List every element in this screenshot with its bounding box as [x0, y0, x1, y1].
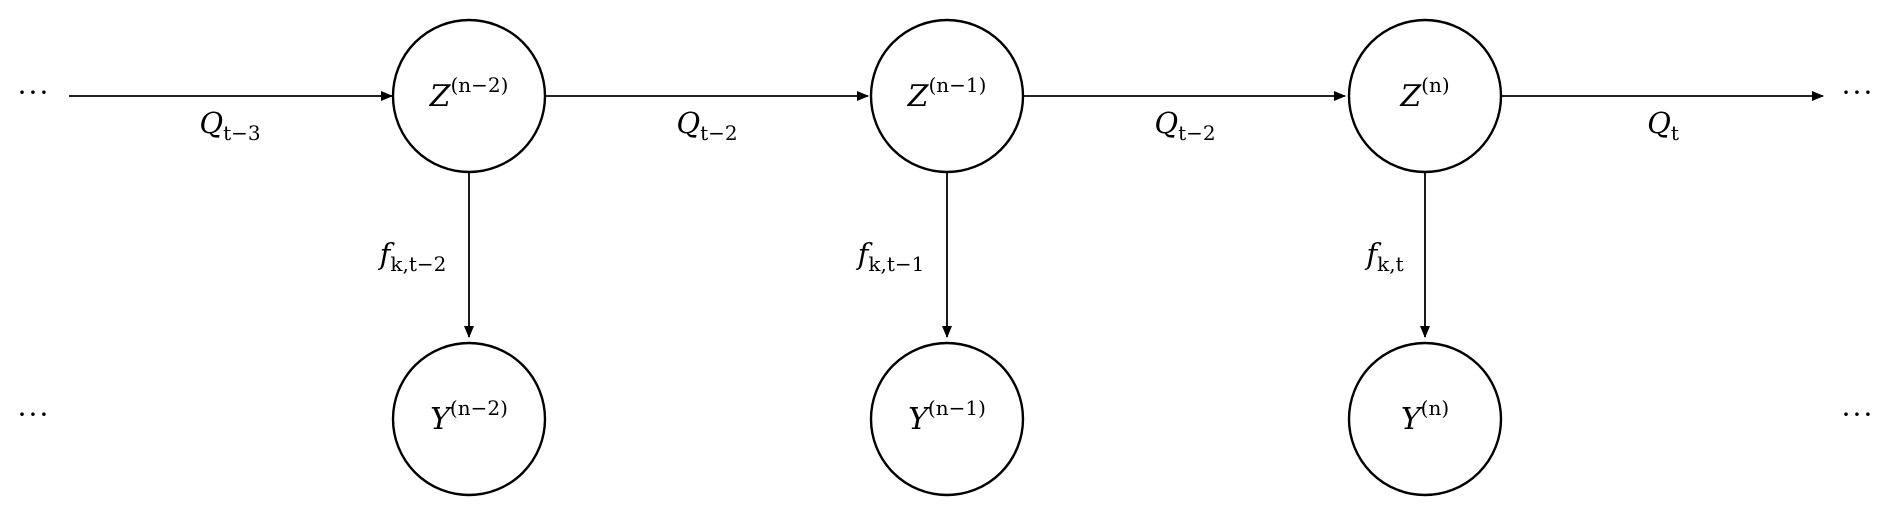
- emission-label-2: fk,t−1: [856, 237, 925, 276]
- observed-node-y-n: Y(n): [1347, 341, 1503, 497]
- hidden-node-z-n-minus-1: Z(n−1): [869, 18, 1025, 174]
- node-circle: [391, 341, 547, 497]
- node-circle: [869, 341, 1025, 497]
- node-circle: [391, 18, 547, 174]
- node-label: Z(n−1): [907, 73, 987, 114]
- continuation-dots-bottom-left: ···: [18, 398, 51, 431]
- hidden-node-z-n-minus-2: Z(n−2): [391, 18, 547, 174]
- node-circle: [1347, 18, 1503, 174]
- transition-label-1: Qt−3: [199, 106, 260, 145]
- continuation-dots-top-right: ···: [1842, 76, 1875, 109]
- node-label: Z(n): [1399, 73, 1449, 114]
- continuation-dots-top-left: ···: [18, 76, 51, 109]
- observed-node-y-n-minus-2: Y(n−2): [391, 341, 547, 497]
- hidden-node-z-n: Z(n): [1347, 18, 1503, 174]
- node-circle: [1347, 341, 1503, 497]
- transition-label-3: Qt−2: [1154, 106, 1215, 145]
- transition-label-4: Qt: [1647, 106, 1679, 145]
- transition-label-2: Qt−2: [676, 106, 737, 145]
- observed-node-y-n-minus-1: Y(n−1): [869, 341, 1025, 497]
- node-label: Y(n−1): [908, 396, 986, 437]
- emission-label-1: fk,t−2: [378, 237, 447, 276]
- node-label: Z(n−2): [429, 73, 509, 114]
- continuation-dots-bottom-right: ···: [1842, 398, 1875, 431]
- node-circle: [869, 18, 1025, 174]
- emission-label-3: fk,t: [1364, 237, 1403, 276]
- node-label: Y(n): [1401, 396, 1449, 437]
- node-label: Y(n−2): [430, 396, 508, 437]
